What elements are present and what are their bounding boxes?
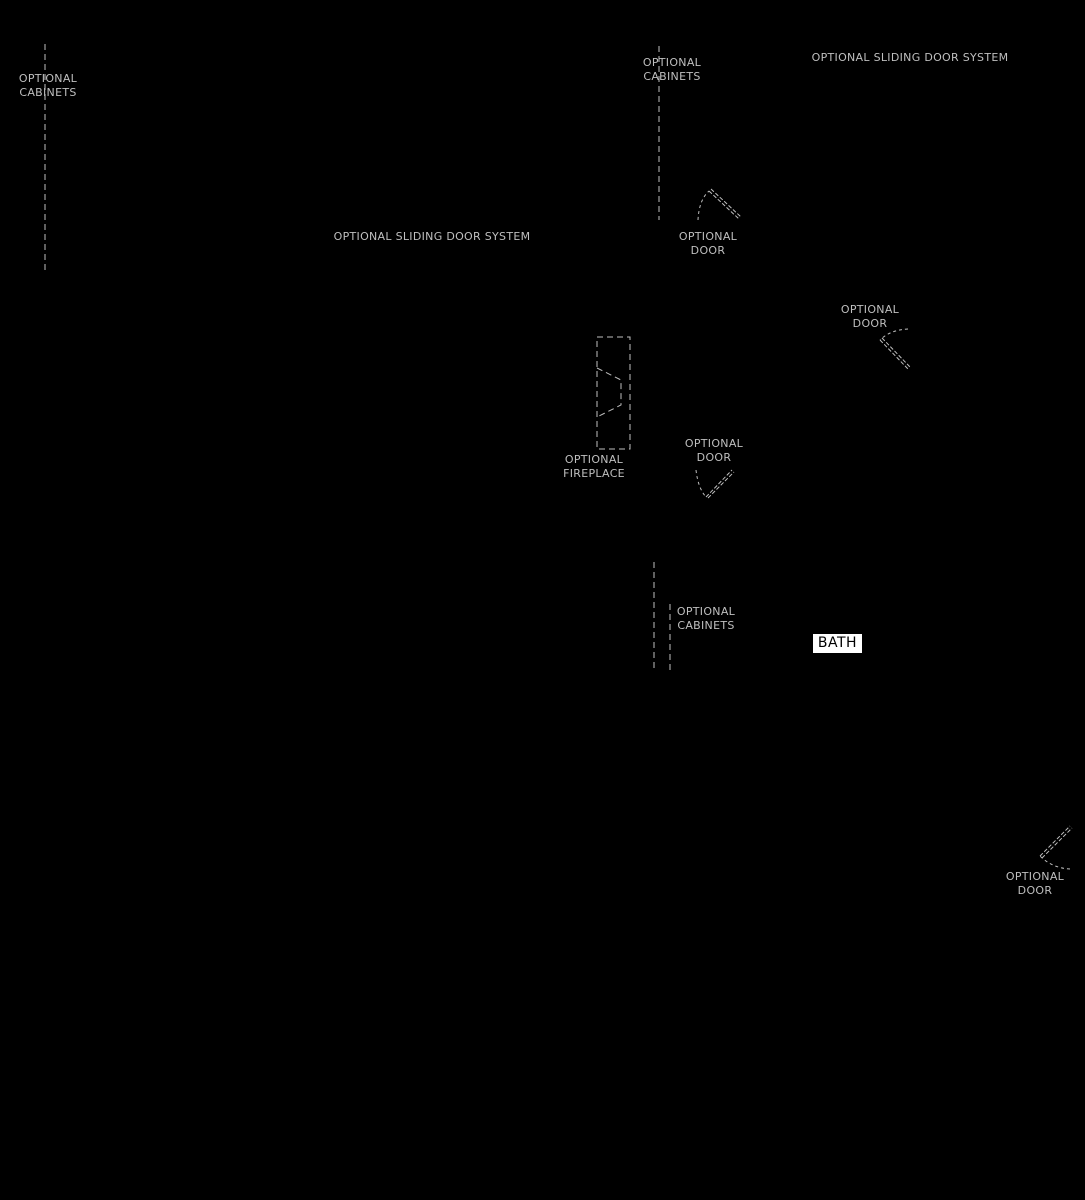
room-label-bath: BATH [813,634,862,653]
door-swing-icon [697,188,742,221]
label-line: FIREPLACE [563,467,625,480]
label-optional-fireplace: OPTIONAL FIREPLACE [554,453,634,481]
label-line: OPTIONAL [564,453,624,466]
label-line: OPTIONAL [678,230,738,243]
label-line: DOOR [1017,884,1053,897]
door-swing-icon [1039,825,1073,870]
label-optional-door: OPTIONAL DOOR [678,437,750,465]
door-swing-icon [695,469,735,499]
label-line: DOOR [852,317,888,330]
label-optional-sliding-door: OPTIONAL SLIDING DOOR SYSTEM [333,230,531,243]
label-optional-door: OPTIONAL DOOR [834,303,906,331]
label-line: CABINETS [643,70,701,83]
label-line: OPTIONAL [676,605,736,618]
label-optional-cabinets: OPTIONAL CABINETS [12,72,84,100]
label-line: OPTIONAL [684,437,744,450]
label-optional-door: OPTIONAL DOOR [672,230,744,258]
door-swing-icon [879,328,911,370]
label-optional-cabinets: OPTIONAL CABINETS [636,56,708,84]
label-optional-sliding-door: OPTIONAL SLIDING DOOR SYSTEM [811,51,1009,64]
label-line: OPTIONAL [642,56,702,69]
label-line: OPTIONAL [18,72,78,85]
label-line: DOOR [690,244,726,257]
label-line: OPTIONAL [840,303,900,316]
label-line: CABINETS [19,86,77,99]
label-line: DOOR [696,451,732,464]
label-line: CABINETS [677,619,735,632]
label-optional-door: OPTIONAL DOOR [999,870,1071,898]
label-line: OPTIONAL [1005,870,1065,883]
label-optional-cabinets: OPTIONAL CABINETS [670,605,742,633]
fireplace-icon [596,336,631,450]
